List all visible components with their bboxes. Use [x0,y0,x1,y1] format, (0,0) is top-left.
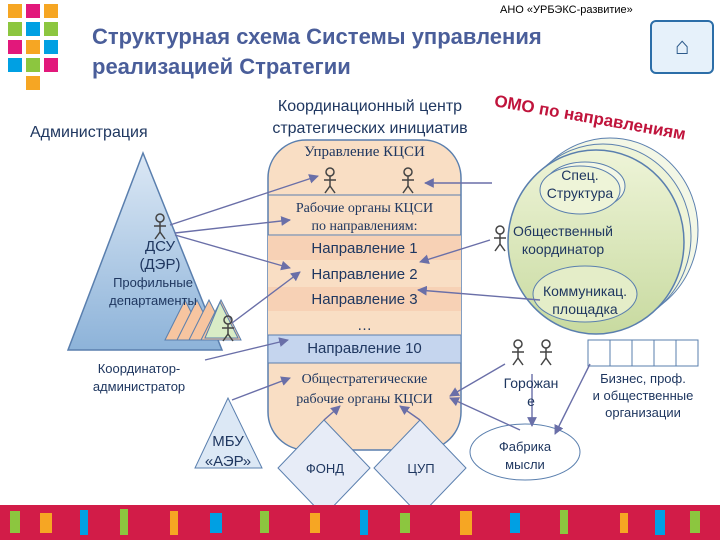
person-icon-citizen-1 [512,339,524,366]
working-bodies-label: Рабочие органы КЦСИ по направлениям: [268,200,461,236]
comm-platform-label: Коммуникац. площадка [535,282,635,318]
mbu-line-1: МБУ [212,433,244,450]
citizen-line-2: е [527,393,535,409]
dsu-label: ДСУ (ДЭР) [130,238,190,274]
factory-line-2: мысли [505,457,545,472]
comm-line-2: площадка [552,301,618,317]
profile-line-1: Профильные [113,275,193,290]
business-label: Бизнес, проф. и общественные организации [578,370,708,421]
person-icon-kcsi-2 [402,167,414,194]
coord-center-line-1: Координационный центр [277,98,463,115]
citizen-line-1: Горожан [503,375,559,391]
general-line-2: рабочие органы КЦСИ [296,392,433,407]
factory-oval [469,423,581,481]
factory-line-1: Фабрика [498,439,552,454]
direction-dots: … [357,317,372,334]
administration-label: Администрация [30,124,148,141]
working-line-1: Рабочие органы КЦСИ [295,201,434,216]
coord-center-label: Координационный центр стратегических ини… [250,96,490,140]
general-line-1: Общестратегические [301,372,428,387]
person-icon-profile [222,315,234,342]
spec-line-2: Структура [546,185,614,201]
general-bodies-label: Общестратегические рабочие органы КЦСИ [268,370,461,410]
coord-admin-line-2: администратор [92,379,186,394]
spec-structure-label: Спец. Структура [540,166,620,202]
profile-line-2: департаменты [109,293,197,308]
direction-3: Направление 3 [311,291,418,308]
coord-admin-label: Координатор- администратор [74,360,204,396]
mbu-line-2: «АЭР» [204,453,252,470]
decorative-bottom-bar [0,505,720,540]
mbu-label: МБУ «АЭР» [198,432,258,472]
spec-line-1: Спец. [561,167,599,183]
coord-center-line-2: стратегических инициатив [272,120,468,137]
person-icon-kcsi-1 [324,167,336,194]
kcsi-mgmt-label: Управление КЦСИ [304,144,425,160]
factory-label: Фабрика мысли [485,438,565,474]
page-title: Структурная схема Системы управления реа… [92,22,612,82]
org-logo-icon: ⌂ [650,20,714,74]
profile-departments-label: Профильные департаменты [98,274,208,310]
title-line-2: реализацией Стратегии [92,54,351,79]
public-line-2: координатор [521,241,605,257]
direction-10: Направление 10 [307,340,422,357]
business-line-3: организации [605,405,681,420]
mbu-triangle [194,396,263,469]
person-icon-citizen-2 [540,339,552,366]
citizens-label: Горожан е [496,374,566,410]
administration-pyramid [66,150,224,351]
title-line-1: Структурная схема Системы управления [92,24,542,49]
cup-label: ЦУП [407,461,435,476]
public-line-1: Общественный [513,223,613,239]
business-table [587,339,699,367]
direction-1: Направление 1 [311,240,418,257]
dsu-line-2: (ДЭР) [139,256,181,273]
person-icon-dsu [154,213,166,240]
comm-line-1: Коммуникац. [542,283,628,299]
logo-tiles [8,4,58,90]
public-coordinator-label: Общественный координатор [508,222,618,258]
dsu-line-1: ДСУ [144,238,176,255]
business-line-2: и общественные [592,388,694,403]
org-name: АНО «УРБЭКС-развитие» [500,4,633,16]
business-line-1: Бизнес, проф. [600,371,686,386]
fond-label: ФОНД [305,461,345,476]
person-icon-public [494,225,506,252]
direction-2: Направление 2 [311,266,418,283]
working-line-2: по направлениям: [311,219,418,234]
coord-admin-line-1: Координатор- [97,361,181,376]
